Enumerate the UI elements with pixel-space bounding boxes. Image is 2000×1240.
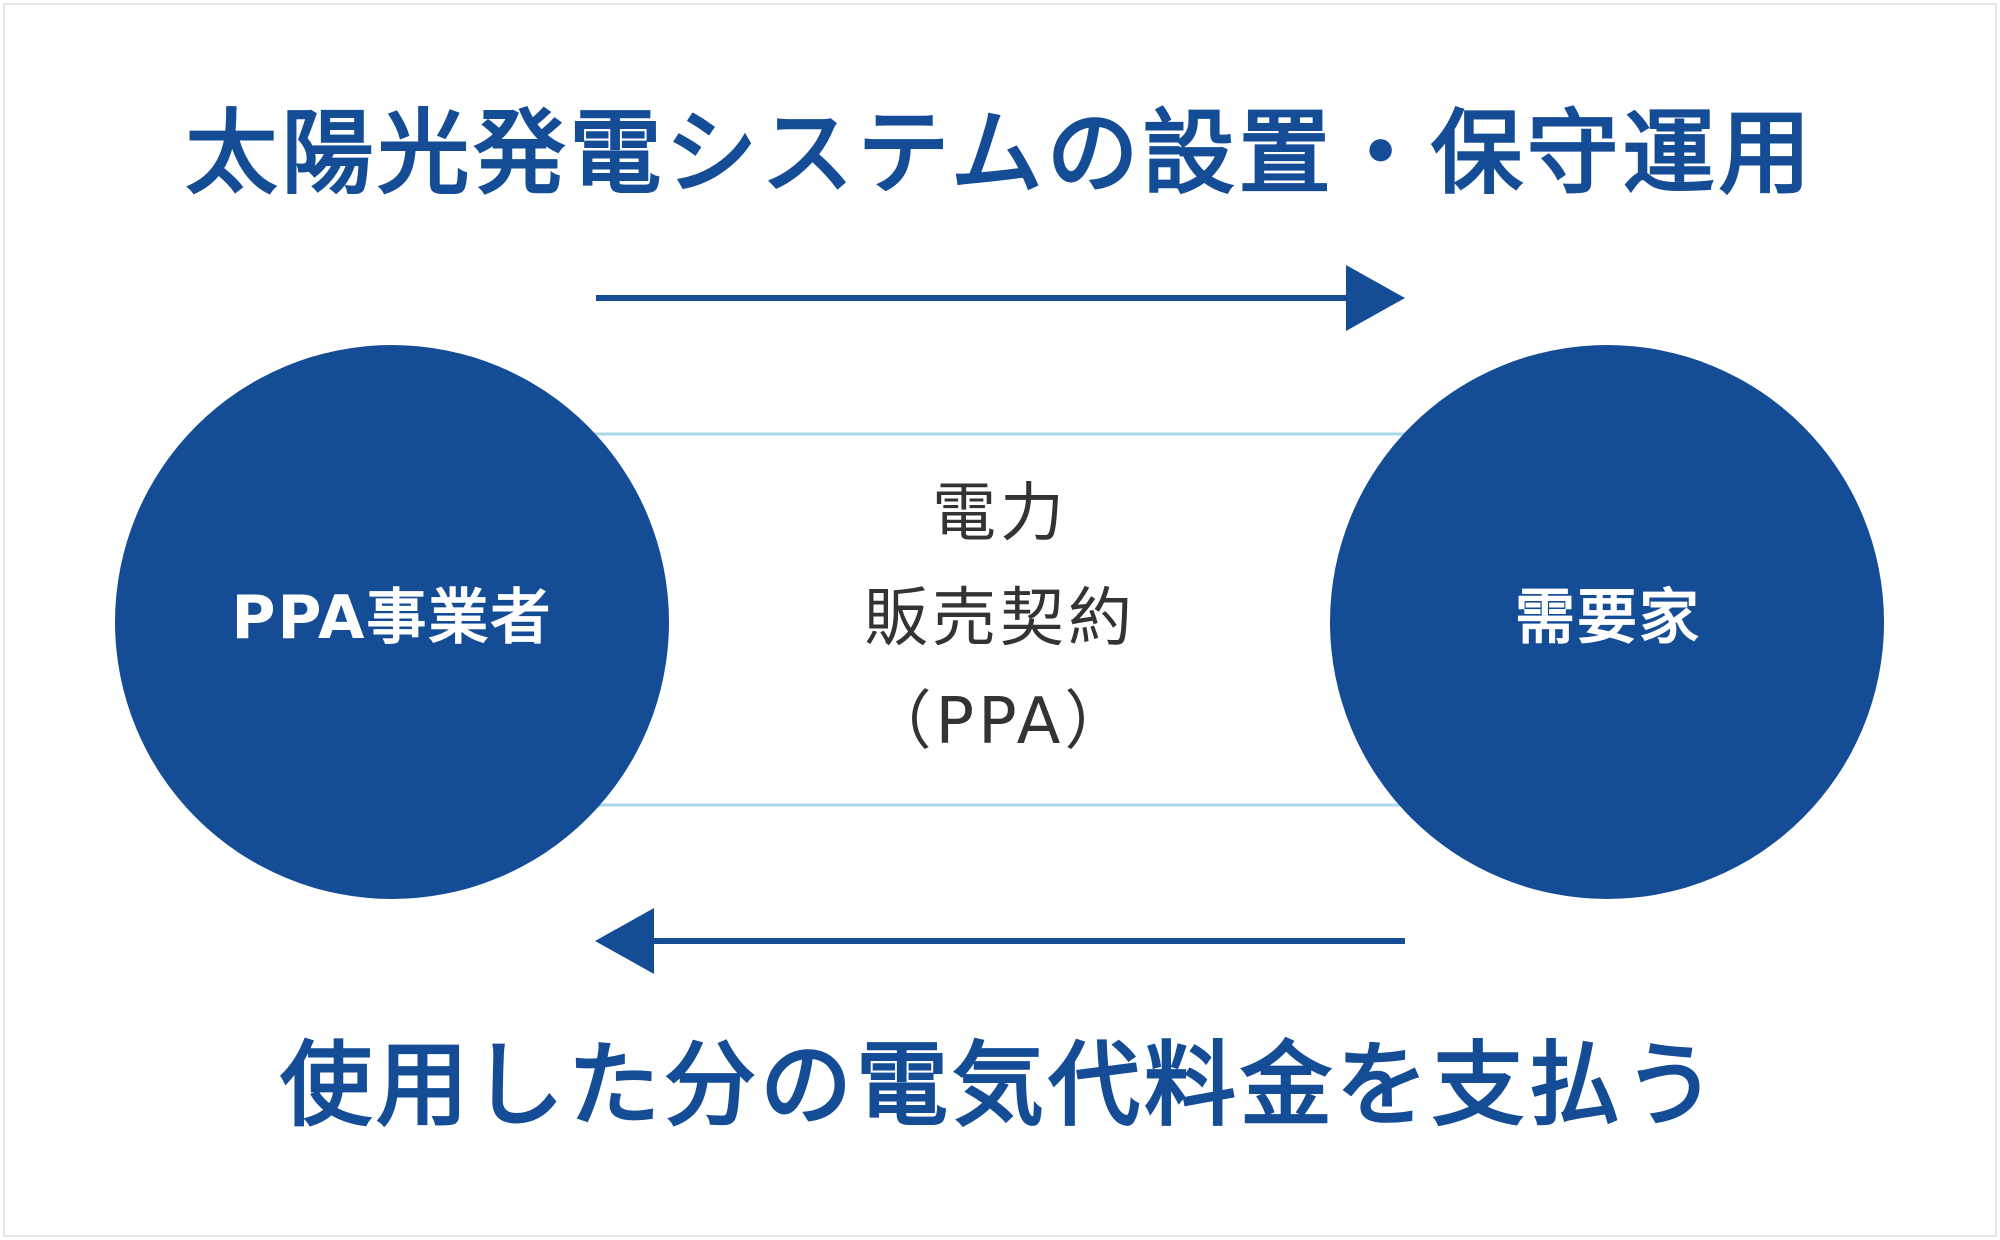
provider-label: PPA事業者: [231, 583, 553, 653]
right-arrow-head: [1346, 265, 1405, 331]
consumer-label: 需要家: [1515, 583, 1701, 653]
contract-label-line1: 電力: [932, 477, 1068, 551]
consumer-circle: [1330, 345, 1884, 899]
left-arrow-head: [595, 908, 654, 974]
contract-label-line2: 販売契約: [864, 582, 1136, 656]
top-heading: 太陽光発電システムの設置・保守運用: [185, 100, 1815, 207]
provider-circle: [115, 345, 669, 899]
bottom-heading: 使用した分の電気代料金を支払う: [279, 1032, 1720, 1139]
contract-label-line3: （PPA）: [867, 685, 1133, 759]
